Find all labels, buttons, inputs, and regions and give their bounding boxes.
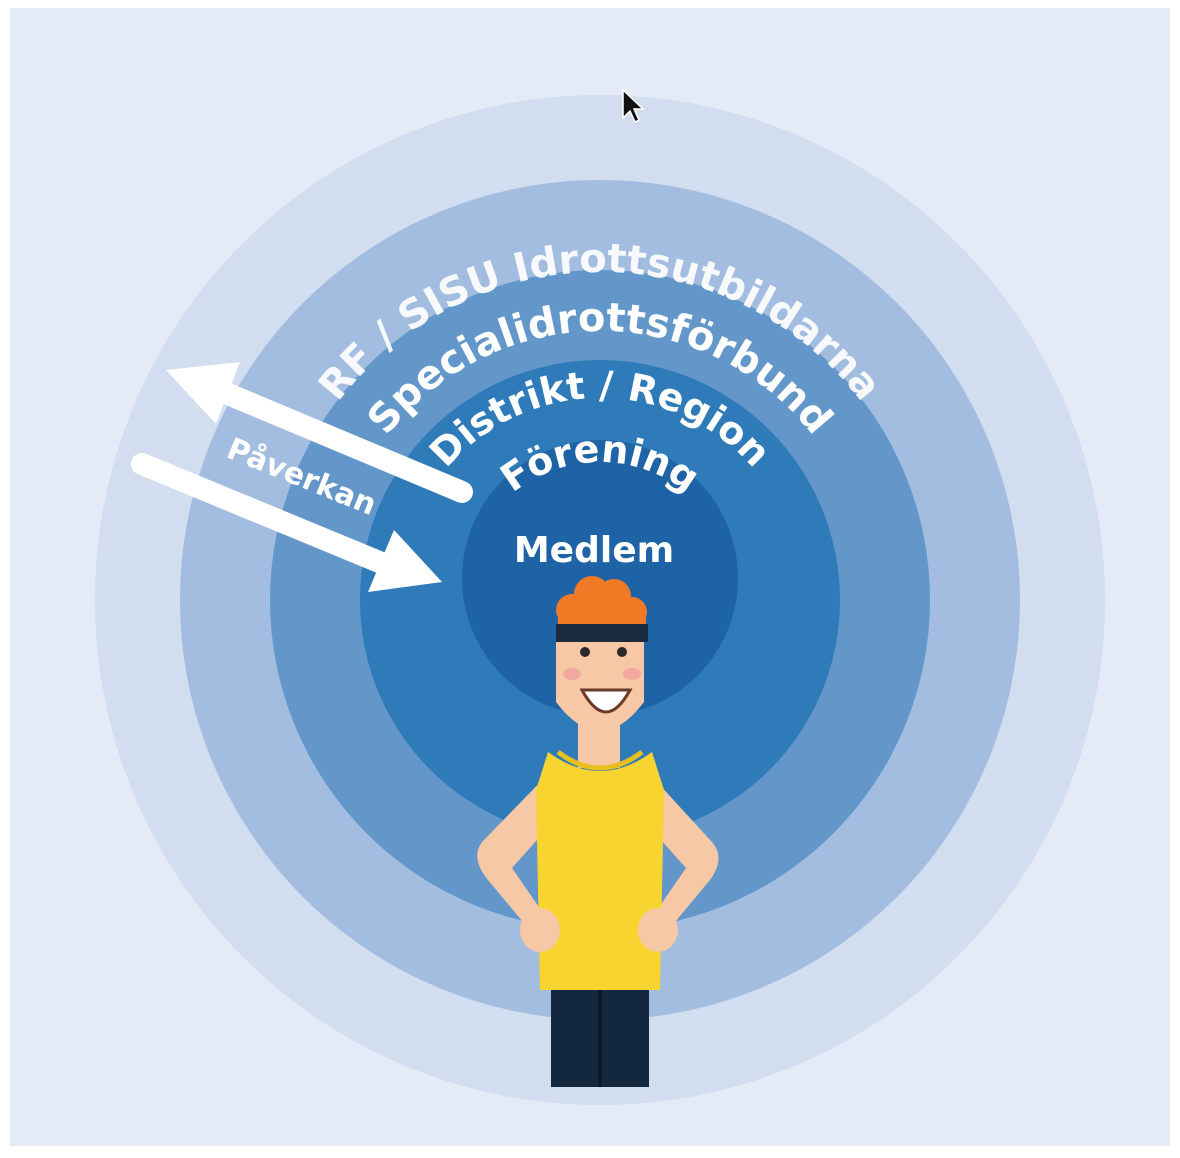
member-person-illustration [477, 576, 719, 1087]
person-left-hand [520, 908, 560, 952]
person-headband [556, 624, 648, 642]
person-hair [556, 576, 647, 628]
person-left-eye [580, 647, 590, 657]
mouse-cursor-icon [622, 88, 645, 124]
person-head [556, 632, 644, 731]
person-tank-top [536, 752, 664, 990]
person-right-eye [617, 647, 627, 657]
arrow-inward [131, 453, 442, 592]
person-right-hand [638, 908, 678, 952]
person-smile [579, 688, 633, 714]
label-medlem: Medlem [514, 530, 674, 571]
arrow-outward [166, 362, 473, 503]
